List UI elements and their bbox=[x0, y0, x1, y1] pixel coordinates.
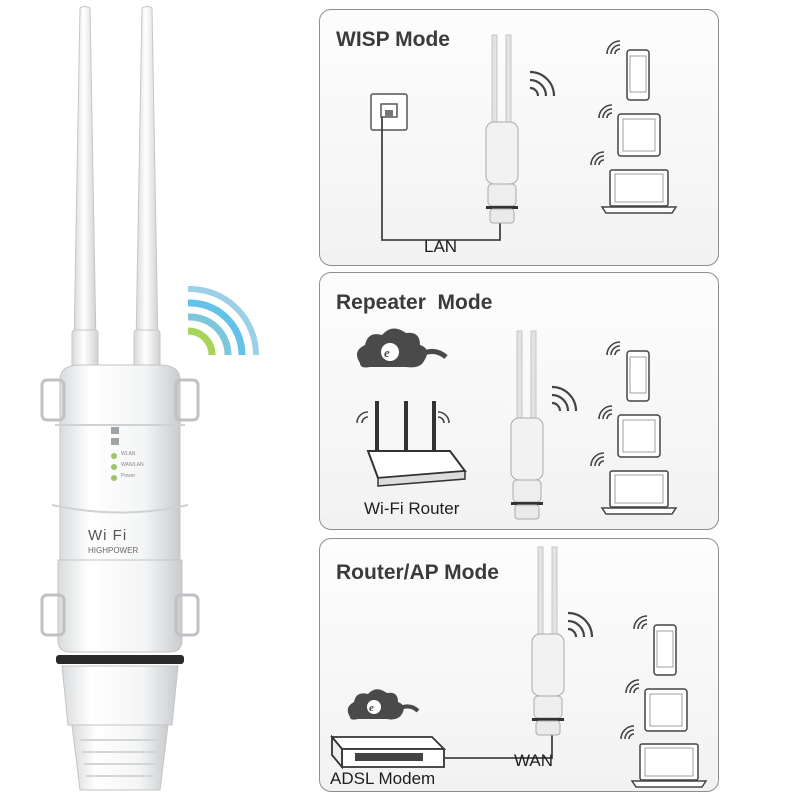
wifi-brand-label: Wi Fi bbox=[88, 527, 128, 544]
panel-title: Repeater Mode bbox=[336, 291, 493, 314]
svg-text:e: e bbox=[369, 702, 374, 714]
phone-icon bbox=[606, 341, 650, 402]
wifi-signal-icon bbox=[567, 611, 594, 638]
wifi-signal-icon bbox=[187, 285, 259, 356]
outdoor-ap-icon bbox=[531, 546, 565, 736]
wifi-signal-icon bbox=[529, 70, 556, 97]
internet-cloud-icon: e bbox=[356, 328, 448, 368]
panel-title: Router/AP Mode bbox=[336, 561, 499, 584]
wall-lan-socket-icon bbox=[370, 93, 408, 131]
router-ap-mode-panel: e bbox=[319, 538, 719, 792]
svg-text:e: e bbox=[384, 345, 390, 360]
laptop-icon bbox=[590, 151, 678, 214]
tablet-icon bbox=[598, 405, 661, 458]
wan-cable bbox=[444, 729, 553, 759]
wifi-router-label: Wi-Fi Router bbox=[364, 499, 460, 518]
antenna-left bbox=[71, 6, 99, 371]
product-photo: Wi Fi HIGHPOWER WLAN WAN/LAN Power bbox=[0, 0, 300, 800]
outdoor-ap-icon bbox=[485, 34, 519, 224]
lan-cable bbox=[381, 117, 501, 241]
highpower-label: HIGHPOWER bbox=[88, 546, 139, 555]
phone-icon bbox=[633, 615, 677, 676]
laptop-icon bbox=[590, 452, 678, 515]
wisp-mode-panel: WISP Mode LAN bbox=[319, 9, 719, 266]
tablet-icon bbox=[625, 679, 688, 732]
led-label-power: Power bbox=[121, 473, 136, 479]
wifi-router-icon bbox=[356, 401, 467, 487]
panel-title: WISP Mode bbox=[336, 28, 450, 51]
led-label-wlan: WLAN bbox=[121, 451, 136, 457]
tablet-icon bbox=[598, 104, 661, 157]
repeater-mode-panel: e bbox=[319, 272, 719, 530]
outdoor-ap-photo bbox=[40, 6, 200, 791]
adsl-modem-icon bbox=[330, 734, 447, 770]
wan-label: WAN bbox=[514, 751, 554, 770]
outdoor-ap-icon bbox=[510, 330, 544, 520]
led-label-wanlan: WAN/LAN bbox=[121, 462, 144, 468]
internet-cloud-icon: e bbox=[347, 689, 420, 720]
phone-icon bbox=[606, 40, 650, 101]
wifi-signal-icon bbox=[551, 385, 578, 412]
lan-label: LAN bbox=[424, 237, 458, 256]
laptop-icon bbox=[620, 725, 708, 788]
adsl-modem-label: ADSL Modem bbox=[330, 769, 436, 788]
antenna-right bbox=[133, 6, 161, 371]
status-leds bbox=[111, 427, 119, 481]
